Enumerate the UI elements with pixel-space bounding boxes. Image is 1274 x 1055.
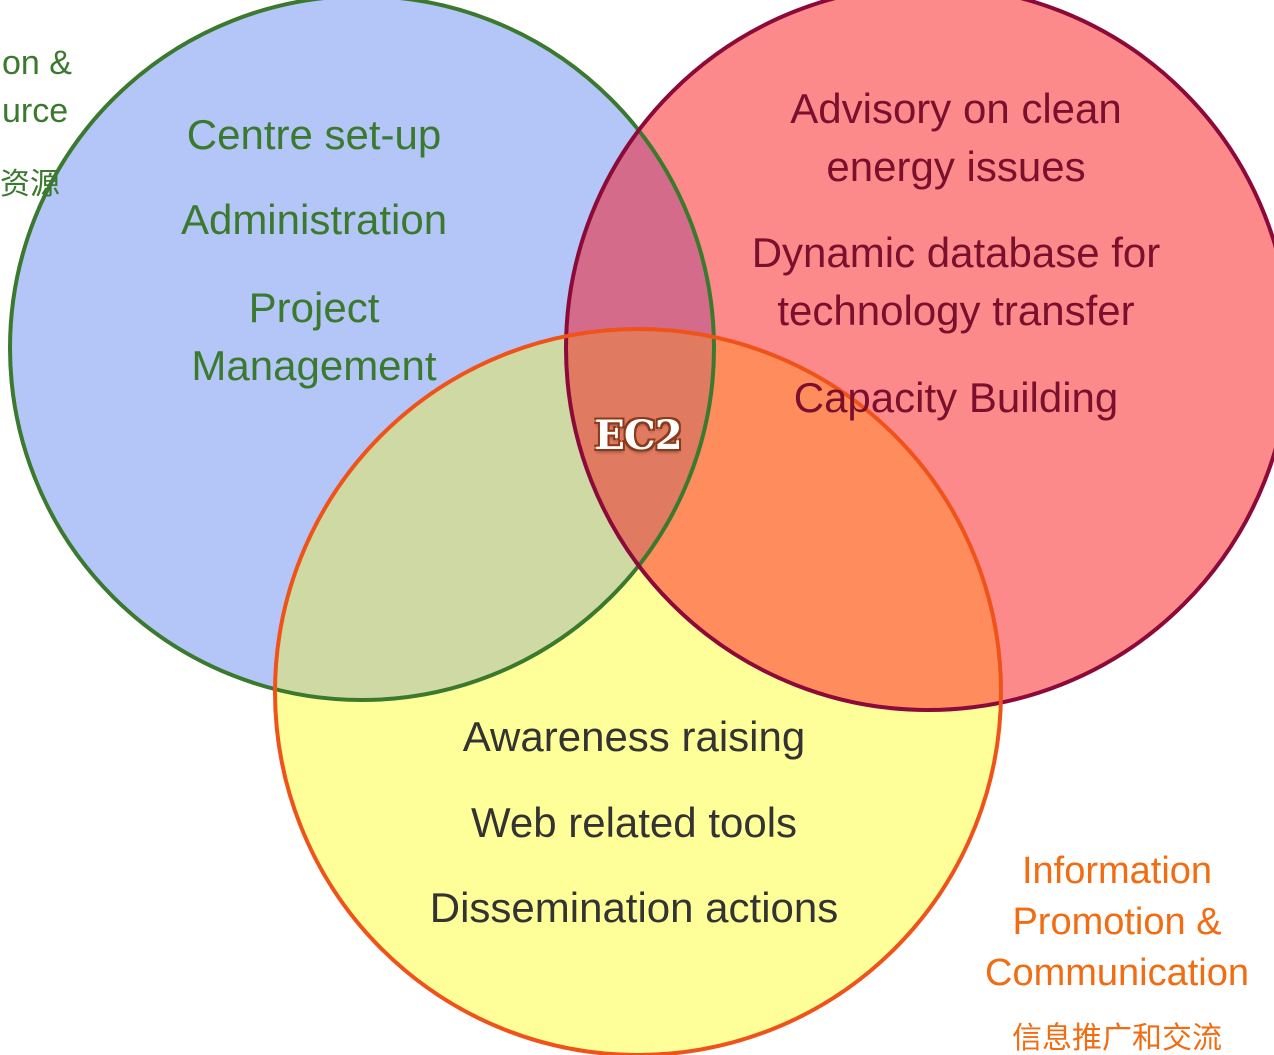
info-title-line-3: Communication	[985, 952, 1249, 994]
admin-title-partial-cn: 资源	[0, 167, 60, 202]
advisory-item-dynamic-database: Dynamic database for technology transfer	[751, 229, 1161, 334]
admin-item-project-management: Project Management	[191, 284, 437, 389]
admin-item-centre-setup: Centre set-up	[186, 111, 442, 158]
center-label-ec2: EC2	[594, 412, 682, 459]
admin-item-administration: Administration	[180, 196, 448, 243]
info-title-line-2: Promotion &	[1012, 901, 1222, 943]
info-title-cn: 信息推广和交流	[1012, 1021, 1222, 1055]
advisory-item-capacity-building: Capacity Building	[793, 374, 1119, 421]
admin-circle-outline	[8, 0, 716, 702]
info-item-web-tools: Web related tools	[470, 799, 798, 846]
info-item-awareness: Awareness raising	[462, 713, 806, 760]
advisory-circle-outline	[564, 0, 1274, 712]
info-title-line-1: Information	[1021, 850, 1213, 892]
admin-title-partial-1: on &	[2, 44, 72, 82]
info-circle-outline	[273, 327, 1003, 1055]
advisory-item-clean-energy: Advisory on clean energy issues	[790, 85, 1122, 190]
info-item-dissemination: Dissemination actions	[429, 884, 839, 931]
admin-title-partial-2: urce	[2, 92, 69, 130]
